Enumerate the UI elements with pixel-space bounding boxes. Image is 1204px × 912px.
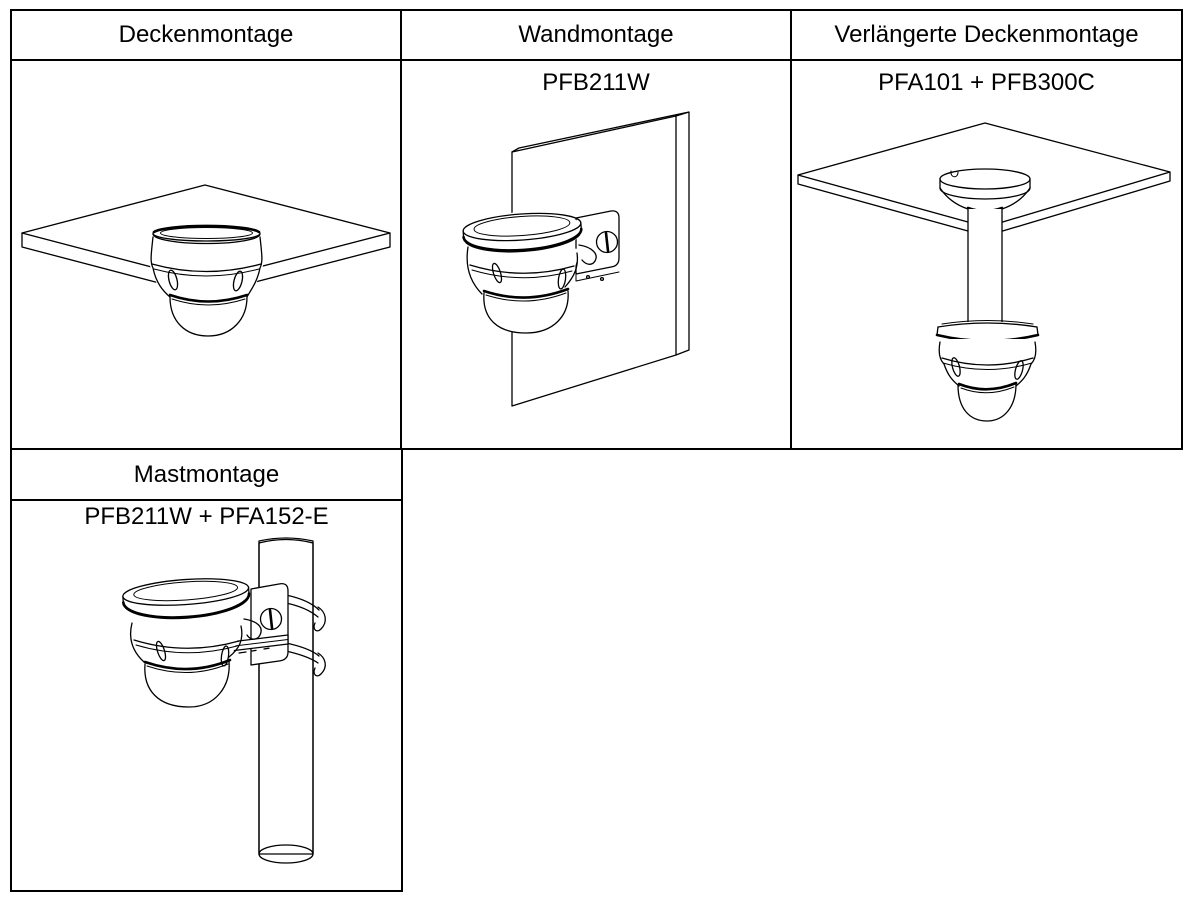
header-cell-ceiling-mount: Deckenmontage [12,11,402,61]
model-label: PFB211W [542,69,650,96]
cell-extended-ceiling-mount: PFA101 + PFB300C [792,61,1181,448]
bracket-arm [578,244,597,265]
pole-mount-table: Mastmontage [10,448,403,892]
model-label: PFB211W + PFA152-E [84,503,329,530]
ceiling-mount-illustration [21,184,391,337]
dome-camera [150,224,263,337]
header-label: Mastmontage [133,460,280,488]
dome-camera [121,578,262,708]
mount-options-table: Deckenmontage Wandmontage Verlängerte De… [10,9,1183,450]
wall-mount-illustration [461,111,690,407]
model-label: PFA101 + PFB300C [878,69,1095,96]
header-cell-wall-mount: Wandmontage [402,11,792,61]
wall-bracket [575,210,620,282]
pole-bracket [196,583,289,666]
pendant-pole [967,208,1003,323]
pole-mount-illustration [121,537,326,864]
cell-pole-mount: PFB211W + PFA152-E [12,501,401,890]
cell-wall-mount: PFB211W [402,61,792,448]
header-label: Verlängerte Deckenmontage [834,21,1139,48]
header-label: Wandmontage [518,21,674,48]
dome-camera [935,320,1040,422]
dome-camera [461,211,597,334]
pole-strap-lower [285,642,326,677]
cell-ceiling-mount [12,61,402,448]
header-cell-pole-mount: Mastmontage [12,450,401,501]
bracket-arm [243,618,262,640]
pendant-mount-illustration [797,122,1171,422]
pole-strap-upper [285,594,326,632]
header-cell-extended-ceiling-mount: Verlängerte Deckenmontage [792,11,1181,61]
header-label: Deckenmontage [118,21,294,48]
